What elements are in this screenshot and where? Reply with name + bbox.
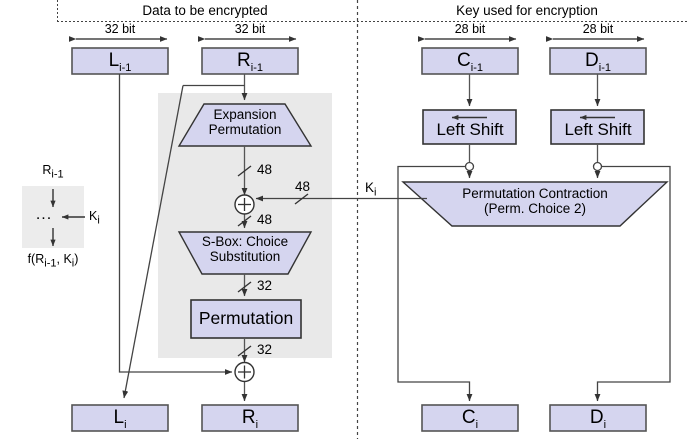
legend-label-input-sub: i-1: [51, 168, 64, 181]
wire-label-xor-to-sbox: 48: [257, 212, 273, 227]
block-c-out: [421, 404, 519, 432]
block-label-c-out: Ci: [462, 407, 478, 431]
bus-tick-32-perm-out: [237, 345, 252, 357]
shape-label-sbox: S-Box: Choice Substitution: [202, 234, 288, 264]
shape-label-left-shift-d: Left Shift: [564, 120, 632, 139]
legend-label-key-base: K: [89, 209, 98, 223]
legend-label-key: Ki: [89, 209, 100, 227]
wire-junction-d-to-dout: [594, 165, 671, 402]
block-label-r-prev-base: R: [237, 50, 251, 71]
block-label-c-prev-base: C: [457, 50, 471, 71]
legend-ellipsis: ...: [35, 206, 53, 223]
wire-label-subkey-sub: i: [374, 186, 377, 199]
block-label-d-prev-base: D: [585, 50, 599, 71]
wire-label-subkey: Ki: [365, 180, 376, 199]
shape-label-perm-contraction: Permutation Contraction (Perm. Choice 2): [462, 186, 608, 216]
shape-label-perm-contraction-line2: (Perm. Choice 2): [483, 201, 587, 216]
xor-gate-bottom-icon: [234, 361, 255, 383]
block-l-prev: [71, 47, 169, 75]
shape-label-sbox-line1: S-Box: Choice: [201, 234, 289, 249]
shape-label-perm-contraction-line1: Permutation Contraction: [462, 186, 608, 201]
block-label-c-prev-sub: i-1: [470, 61, 483, 74]
block-label-r-prev: Ri-1: [237, 50, 263, 74]
block-label-d-prev: Di-1: [585, 50, 611, 74]
bus-tick-32-sbox-out: [237, 281, 252, 293]
junction-point-d: [592, 161, 603, 172]
xor-gate-top-icon: [234, 194, 255, 215]
block-label-l-prev: Li-1: [109, 50, 132, 74]
block-label-d-out-sub: i: [603, 418, 607, 431]
shape-label-expansion-line1: Expansion: [213, 107, 277, 122]
bus-tick-48-expansion: [237, 165, 252, 177]
wire-rprev-diagonal-to-lout: [122, 85, 184, 399]
block-label-l-out-sub: i: [124, 418, 127, 431]
junction-point-c: [464, 161, 475, 172]
block-label-l-out-base: L: [113, 407, 125, 428]
legend-label-output-mid: , K: [56, 252, 72, 266]
block-d-prev: [549, 47, 647, 75]
header-right-key: Key used for encryption: [456, 3, 598, 18]
block-r-prev: [201, 47, 299, 75]
block-label-l-prev-sub: i-1: [119, 61, 132, 74]
block-label-d-out: Di: [590, 407, 606, 431]
legend-label-input: Ri-1: [42, 163, 63, 181]
block-label-d-prev-sub: i-1: [598, 61, 611, 74]
block-r-out: [201, 404, 299, 432]
legend-label-output-sub2: i: [71, 257, 75, 270]
block-label-c-out-base: C: [461, 407, 476, 428]
bitwidth-label-l-prev: 32 bit: [104, 22, 136, 36]
shape-label-left-shift-c: Left Shift: [436, 120, 504, 139]
shape-expansion-permutation: [177, 103, 313, 147]
bitwidth-label-c-prev: 28 bit: [454, 22, 486, 36]
wire-lprev-to-xor: [118, 74, 233, 375]
legend-label-input-base: R: [42, 163, 52, 177]
shape-label-expansion-line2: Permutation: [208, 122, 282, 137]
shape-label-expansion: Expansion Permutation: [209, 107, 282, 137]
legend-label-output-sub1: i-1: [44, 257, 57, 270]
legend-label-output: f(Ri-1, Ki): [28, 252, 79, 270]
shape-sbox-substitution: [177, 231, 313, 275]
block-l-out: [71, 404, 169, 432]
block-label-r-out: Ri: [242, 407, 258, 431]
legend-label-key-sub: i: [97, 214, 100, 227]
block-label-d-out-base: D: [589, 407, 604, 428]
wire-label-perm-to-xor: 32: [257, 342, 273, 357]
wire-label-key-into-xor: 48: [295, 179, 311, 194]
block-label-l-prev-base: L: [108, 50, 120, 71]
bus-tick-48-xor-out: [237, 215, 252, 227]
block-d-out: [549, 404, 647, 432]
wire-label-exp-to-xor: 48: [257, 162, 273, 177]
wire-label-sbox-to-perm: 32: [257, 278, 273, 293]
block-label-c-prev: Ci-1: [457, 50, 483, 74]
shape-label-permutation: Permutation: [198, 308, 294, 328]
block-label-r-prev-sub: i-1: [250, 61, 263, 74]
bitwidth-label-r-prev: 32 bit: [234, 22, 266, 36]
shape-permutation: [190, 299, 302, 339]
bus-tick-48-subkey: [294, 193, 309, 205]
wire-label-subkey-base: K: [365, 180, 375, 195]
legend-label-output-end: ): [74, 252, 79, 266]
block-label-l-out: Li: [113, 407, 126, 431]
shape-permutation-contraction: [401, 181, 669, 227]
block-label-r-out-base: R: [241, 407, 256, 428]
shape-label-sbox-line2: Substitution: [209, 249, 281, 264]
bitwidth-label-d-prev: 28 bit: [582, 22, 614, 36]
block-label-c-out-sub: i: [475, 418, 479, 431]
legend-label-output-f: f(R: [27, 252, 45, 266]
wire-junction-c-to-cout: [397, 165, 473, 402]
header-left-data: Data to be encrypted: [142, 3, 268, 18]
block-label-r-out-sub: i: [255, 418, 259, 431]
